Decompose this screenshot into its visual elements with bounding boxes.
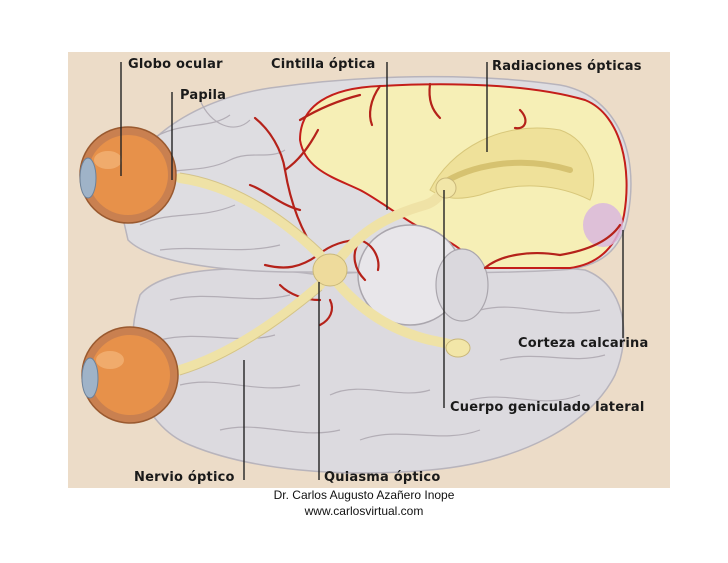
- optic-chiasm: [312, 253, 348, 287]
- visual-pathway-illustration: [68, 52, 670, 488]
- calcarine-cortex-area: [583, 203, 623, 247]
- label-globo-ocular: Globo ocular: [128, 57, 223, 72]
- label-papila: Papila: [180, 88, 227, 103]
- credit-website: www.carlosvirtual.com: [304, 504, 424, 518]
- leader-lines: [120, 62, 624, 480]
- label-radiaciones-opticas: Radiaciones ópticas: [492, 59, 642, 74]
- optic-pathway-outline: [179, 172, 323, 376]
- credit-author: Dr. Carlos Augusto Azañero Inope: [273, 488, 455, 502]
- lateral-geniculate-body-upper: [435, 177, 457, 199]
- label-cuerpo-geniculado-lateral: Cuerpo geniculado lateral: [450, 400, 645, 415]
- lateral-geniculate-body-lower: [445, 338, 471, 358]
- label-quiasma-optico: Quiasma óptico: [324, 470, 441, 485]
- label-nervio-optico: Nervio óptico: [134, 470, 235, 485]
- eyeball-upper: [79, 126, 177, 224]
- midbrain: [435, 248, 489, 322]
- eyeball-lower: [81, 326, 179, 424]
- label-corteza-calcarina: Corteza calcarina: [518, 336, 649, 351]
- gyri-lines: [139, 99, 606, 441]
- label-cintilla-optica: Cintilla óptica: [271, 57, 376, 72]
